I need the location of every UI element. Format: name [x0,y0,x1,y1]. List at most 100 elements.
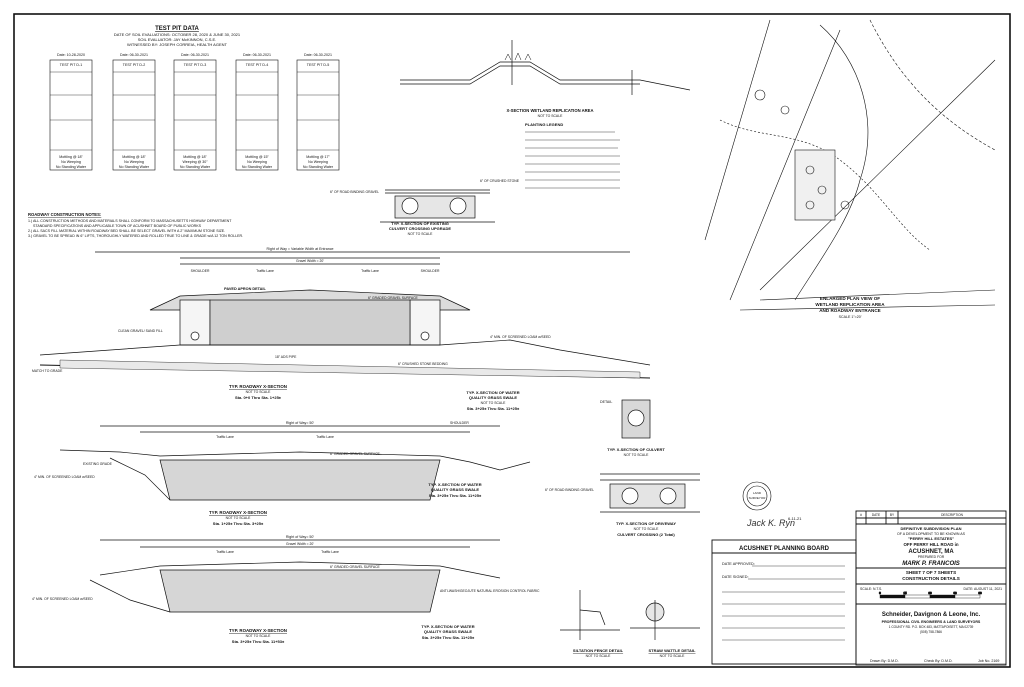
xs3-row-label: Right of Way= 50' [286,535,315,539]
xs2-existing-grade: EXISTING GRADE [83,462,113,466]
scale-bar-segment [929,594,956,599]
xs2-title: TYP. ROADWAY X-SECTION [209,510,267,515]
test-pit-line3: WITNESSED BY: JOSEPH CORREIA, HEALTH AGE… [127,42,228,47]
xs3-sta: Sta. 3+25± Thru Sta. 11+53± [232,639,285,644]
test-pit-standing-water: No Standing Water [303,165,334,169]
culvert-scale: NOT TO SCALE [624,453,649,457]
driveway-title: TYP. X-SECTION OF DRIVEWAY [616,521,676,526]
test-pit-heading: TEST PIT DATA [155,26,199,32]
culvert-binding-label: 6" OF ROAD BINDING GRAVEL [330,190,379,194]
planting-heading: PLANTING LEGEND [525,122,563,127]
tb-firm-sub: PROFESSIONAL CIVIL ENGINEERS & LAND SURV… [882,620,981,624]
xs2-loam: 4" MIN. OF SCREENED LOAM w/SEED [34,475,95,479]
tb-sheet: SHEET 7 OF 7 SHEETS [906,570,956,575]
driveway-binding: 6" OF ROAD BINDING GRAVEL [545,488,594,492]
scale-bar-segment [954,594,981,599]
planning-board-box: ACUSHNET PLANNING BOARD DATE APPROVED: D… [711,539,857,665]
sheet-border [13,13,1011,668]
culvert-upgrade-detail: TYP. X-SECTION OF EXISTING CULVERT CROSS… [330,179,520,236]
tb-project: "PERRY HILL ESTATES" [908,536,954,541]
xs2-sta: Sta. 1+25± Thru Sta. 3+25± [213,521,264,526]
test-pit-weeping: Weeping @ 30" [182,160,208,164]
swale3-title: TYP. X-SECTION OF WATER [421,624,474,629]
xs2-row-label: Right of Way= 50' [286,421,315,425]
swale1-sta: Sta. 3+25± Thru Sta. 11+25± [467,406,520,411]
tb-firm-addr: 1 COUNTY RD. P.O. BOX 483, MATTAPOISETT,… [889,625,974,629]
xs1-traffic-lane-r: Traffic Lane [361,269,379,273]
test-pit-weeping: No Weeping [247,160,267,164]
tb-job: Job No. 2169 [978,659,999,663]
tb-town: ACUSHNET, MA [908,549,954,555]
xs3-loam: 4" MIN. OF SCREENED LOAM w/SEED [32,597,93,601]
xs1-row-label: Right of Way = Variable Width at Entranc… [266,247,333,251]
tb-date: DATE: AUGUST 11, 2021 [964,587,1003,591]
test-pit-name: TEST PIT D-2 [123,63,145,67]
swale2-title: TYP. X-SECTION OF WATER [428,482,481,487]
roadway-xsection-2: Right of Way= 50' Traffic Lane Traffic L… [34,421,531,526]
test-pit-mottling: Mottling @ 17" [306,155,330,159]
wetland-x-title: X-SECTION WETLAND REPLICATION AREA [506,108,593,113]
silt-scale: NOT TO SCALE [586,654,611,658]
title-block: # DATE BY DESCRIPTION DEFINITIVE SUBDIVI… [712,510,1007,666]
tb-sheet-title: CONSTRUCTION DETAILS [902,576,960,581]
driveway-culvert-detail: 6" OF ROAD BINDING GRAVEL TYP. X-SECTION… [545,473,700,537]
test-pit-mottling: Mottling @ 18" [122,155,146,159]
xs2-scale: NOT TO SCALE [226,516,251,520]
test-pit-date: Date: 06-30-2021 [243,53,271,57]
tb-scale: SCALE: N.T.S. [860,587,882,591]
scale-bar-tick-label: 90 [978,591,982,595]
stamp-line2: SURVEYOR [749,496,767,500]
xs1-clean-gravel: CLEAN GRAVEL/ SAND FILL [118,329,163,333]
surveyor-stamp: LAND SURVEYOR [742,481,772,511]
rev-header-by: BY [890,513,895,517]
swale1-sub: QUALITY GRASS SWALE [469,395,517,400]
tb-firm: Schneider, Davignon & Leone, Inc. [882,612,981,618]
test-pit-mottling: Mottling @ 18" [183,155,207,159]
note-1: 1.) ALL CONSTRUCTION METHODS AND MATERIA… [28,219,232,223]
tb-road: OFF PERRY HILL ROAD in [903,542,958,547]
xs3-erosion: ANTI-WASH/GEOJUTE NATURAL EROSION CONTRO… [440,589,540,593]
scale-bar-tick-label: 0 [879,591,881,595]
xs2-traffic-lane-l: Traffic Lane [216,435,234,439]
test-pit-date: Date: 06-30-2021 [181,53,209,57]
rev-header-desc: DESCRIPTION [941,513,963,517]
xs1-title: TYP. ROADWAY X-SECTION [229,384,287,389]
tb-drawn: Drawn By: D.M.D. [870,659,899,663]
test-pit-name: TEST PIT D-1 [60,63,82,67]
swale1-title: TYP. X-SECTION OF WATER [466,390,519,395]
xs1-shoulder-r: SHOULDER [421,269,440,273]
test-pit-mottling: Mottling @ 18" [59,155,83,159]
stamp-line1: LAND [753,491,762,495]
culvert-detail-label: DETAIL [600,400,612,404]
pb-date-approved: DATE APPROVED: [722,562,755,566]
test-pit-standing-water: No Standing Water [56,165,87,169]
swale2-sub: QUALITY GRASS SWALE [431,487,479,492]
sign-date: 6-11-21 [788,516,802,521]
erosion-details: SILTATION FENCE DETAIL NOT TO SCALE STRA… [560,590,700,658]
xs1-paved-apron: PAVED APRON DETAIL [224,287,266,291]
test-pit-date: Date: 06-30-2021 [120,53,148,57]
scale-bar-tick-label: 60 [953,591,957,595]
roadway-xsection-1: Right of Way = Variable Width at Entranc… [32,247,651,411]
straw-title: STRAW WATTLE DETAIL [649,648,697,653]
swale3-sub: QUALITY GRASS SWALE [424,629,472,634]
tb-line2: OF A DEVELOPMENT TO BE KNOWN AS [897,532,966,536]
test-pit-mottling: Mottling @ 15" [245,155,269,159]
xs3-title: TYP. ROADWAY X-SECTION [229,628,287,633]
enlarged-plan-view: ENLARGED PLAN VIEW OF WETLAND REPLICATIO… [704,19,996,319]
tb-firm-phone: (508) 758-7866 [920,630,942,634]
test-pit-weeping: No Weeping [124,160,144,164]
note-2: 2.) ALL SACS FILL MATERIAL WITHIN ROADWA… [28,229,225,233]
xs2-traffic-lane-r: Traffic Lane [316,435,334,439]
xs1-sta: Sta. 0+0 Thru Sta. 1+25± [235,395,282,400]
swale3-sta: Sta. 3+25± Thru Sta. 11+25± [422,635,475,640]
xs2-shoulder: SHOULDER [450,421,469,425]
xs1-match-grade: MATCH TO GRADE [32,369,63,373]
notes-heading: ROADWAY CONSTRUCTION NOTES: [28,212,101,217]
